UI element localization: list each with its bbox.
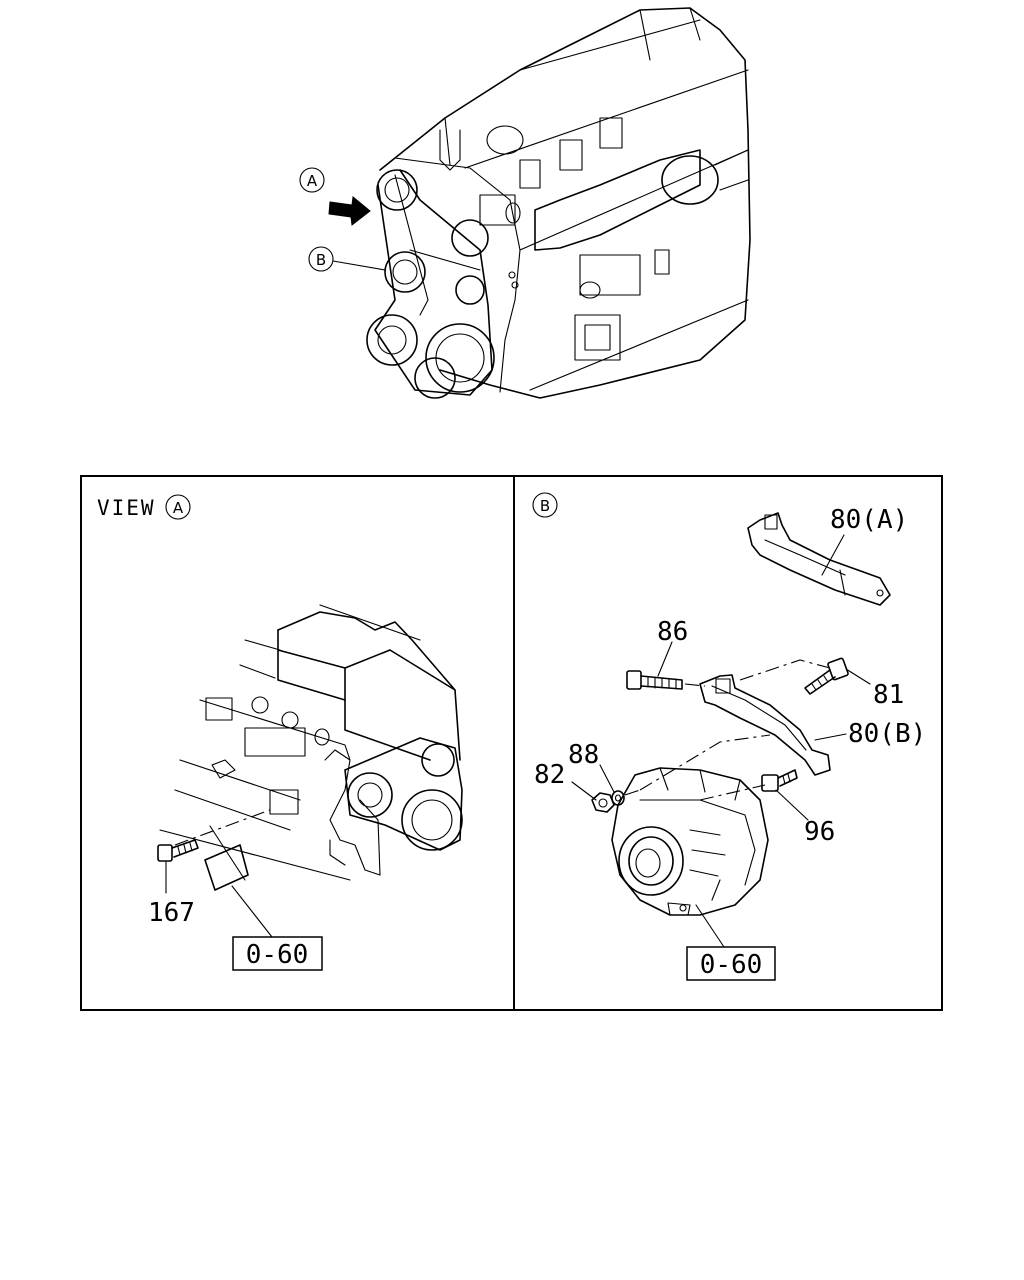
bolt-96 <box>761 769 798 792</box>
panel-view-a: VIEW A <box>97 494 463 971</box>
panel-b: B 80(A) 86 80(B) <box>532 492 926 981</box>
ref-box-0-60-a-label: 0-60 <box>246 940 309 970</box>
ref-box-0-60-b <box>686 946 776 981</box>
alternator <box>611 767 769 916</box>
view-a-letter: A <box>173 499 184 517</box>
part-number-167: 167 <box>148 898 195 928</box>
part-number-96: 96 <box>804 817 835 847</box>
panel-b-circle <box>532 492 558 518</box>
part-number-88: 88 <box>568 740 599 770</box>
bolt-167 <box>157 839 199 862</box>
part-number-80a: 80(A) <box>830 505 908 535</box>
part-number-86: 86 <box>657 617 688 647</box>
panel-b-letter: B <box>540 497 550 515</box>
view-a-circle <box>165 494 191 520</box>
nut-82 <box>591 792 615 813</box>
detail-views-frame <box>80 475 943 1011</box>
callout-a: A <box>299 167 325 193</box>
bolt-81 <box>804 657 849 695</box>
bracket-80a <box>747 512 891 606</box>
ref-box-0-60-b-label: 0-60 <box>700 950 763 980</box>
view-a-arrow-icon <box>328 196 371 226</box>
callout-b: B <box>308 246 386 272</box>
view-a-title: VIEW <box>97 496 156 520</box>
callout-b-letter: B <box>316 251 326 269</box>
part-number-81: 81 <box>873 680 904 710</box>
part-number-82: 82 <box>534 760 565 790</box>
bracket-80b <box>699 674 831 776</box>
bolt-86 <box>626 670 683 690</box>
part-number-80b: 80(B) <box>848 719 926 749</box>
callout-a-letter: A <box>307 172 318 190</box>
engine-view-a-illustration <box>157 604 463 891</box>
engine-overview-illustration: A B <box>299 7 751 399</box>
ref-box-0-60-a <box>232 936 323 971</box>
